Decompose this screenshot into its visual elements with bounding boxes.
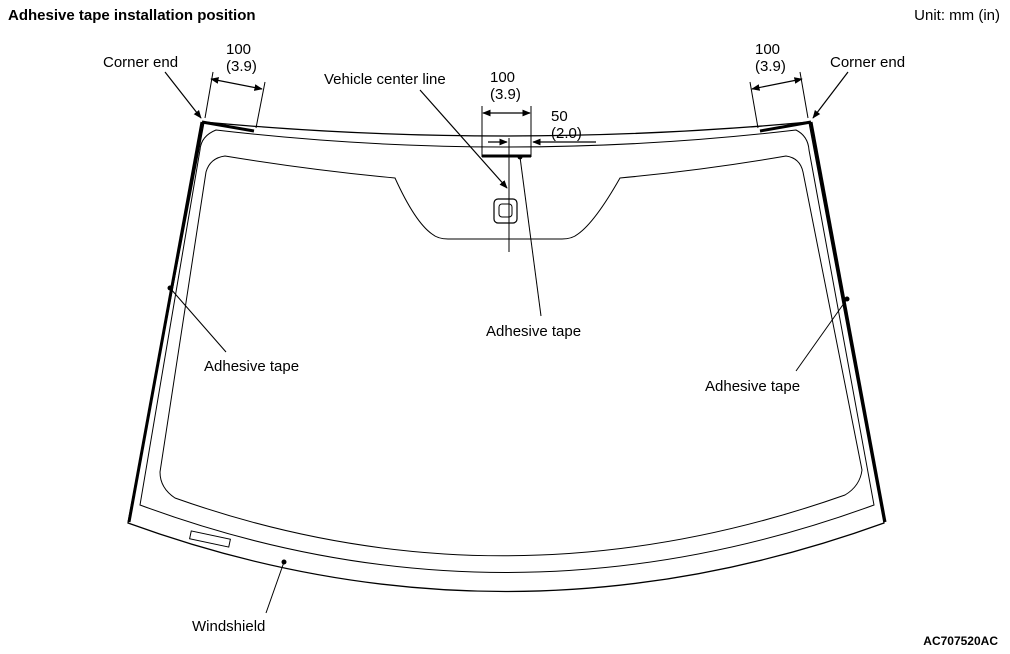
dim-right-mm: 100 xyxy=(755,41,780,58)
windshield-leader xyxy=(265,561,285,614)
windshield-inner-outline xyxy=(139,129,875,573)
windshield-label: Windshield xyxy=(192,618,265,635)
adhesive-tape-right-label: Adhesive tape xyxy=(705,378,800,395)
corner-end-left-leader xyxy=(164,71,202,119)
dim-offset-mm: 50 xyxy=(551,108,568,125)
vin-marker xyxy=(189,530,231,548)
dim-offset-in: (2.0) xyxy=(551,125,582,142)
vehicle-center-line-label: Vehicle center line xyxy=(324,71,446,88)
adhesive-tape-left-corner xyxy=(201,120,255,133)
dim-right-in: (3.9) xyxy=(755,58,786,75)
corner-end-right-leader xyxy=(812,71,849,119)
vehicle-center-line-leader xyxy=(419,89,508,189)
dim-left-ext-2 xyxy=(255,81,266,129)
dim-right-arrow xyxy=(751,77,803,91)
adhesive-tape-right-leader xyxy=(795,298,848,372)
dim-left-arrow xyxy=(210,77,263,91)
adhesive-tape-center-leader xyxy=(519,156,542,317)
unit-label: Unit: mm (in) xyxy=(914,7,1000,24)
diagram-title: Adhesive tape installation position xyxy=(8,7,256,24)
dim-left-in: (3.9) xyxy=(226,58,257,75)
adhesive-tape-left-leader xyxy=(169,287,227,353)
dim-left-mm: 100 xyxy=(226,41,251,58)
corner-end-left-label: Corner end xyxy=(103,54,178,71)
adhesive-tape-right-corner xyxy=(759,120,812,133)
adhesive-tape-left-label: Adhesive tape xyxy=(204,358,299,375)
dim-center-in: (3.9) xyxy=(490,86,521,103)
sensor-outer xyxy=(493,198,518,224)
adhesive-tape-left-side xyxy=(127,121,204,523)
glass-visible-area xyxy=(159,155,863,557)
corner-end-right-label: Corner end xyxy=(830,54,905,71)
windshield-outer-outline xyxy=(127,121,885,593)
sensor-inner xyxy=(498,203,513,218)
adhesive-tape-right-side xyxy=(809,121,887,523)
figure-code: AC707520AC xyxy=(923,634,998,648)
dim-center-mm: 100 xyxy=(490,69,515,86)
adhesive-tape-center-label: Adhesive tape xyxy=(486,323,581,340)
